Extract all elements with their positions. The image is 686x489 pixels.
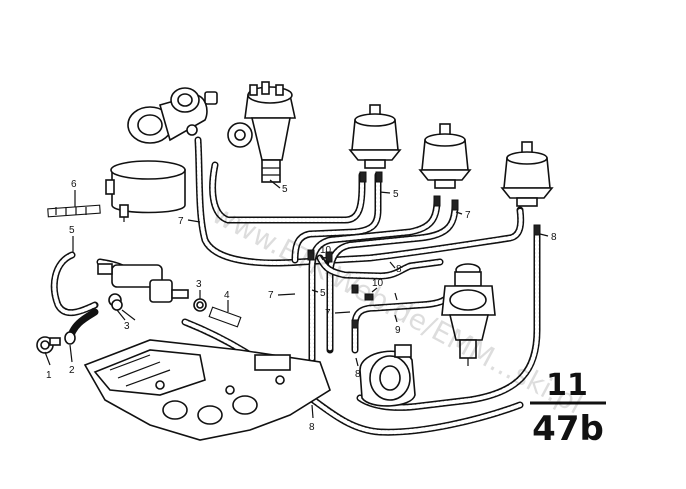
vacuum-canister-3 xyxy=(500,141,554,207)
throttle-housing xyxy=(127,87,218,144)
callout-8-top: 8 xyxy=(396,264,402,275)
callout-3-left: 3 xyxy=(124,321,130,332)
callout-8-bottom: 8 xyxy=(309,422,315,433)
callout-5-left: 5 xyxy=(69,225,75,236)
callout-5-canister: 5 xyxy=(393,189,399,200)
connector-3a xyxy=(111,299,136,321)
vacuum-canister-1 xyxy=(348,104,402,169)
intake-manifold xyxy=(83,339,331,441)
charcoal-canister xyxy=(105,160,186,222)
reference-group: 11 xyxy=(546,368,588,403)
vacuum-canister-2 xyxy=(418,123,472,189)
reference-number: 11 47b xyxy=(530,368,606,449)
egr-valve xyxy=(441,263,496,366)
callout-3-right: 3 xyxy=(196,279,202,290)
leader-lines xyxy=(44,179,549,419)
callout-10-right: 10 xyxy=(372,278,384,289)
sleeve-2 xyxy=(64,331,76,345)
callout-7-left: 7 xyxy=(178,216,184,227)
connector-3b xyxy=(193,298,207,312)
hose-piece-4 xyxy=(208,306,242,328)
callout-4: 4 xyxy=(224,290,230,301)
callout-1: 1 xyxy=(46,370,52,381)
hose-connectors xyxy=(307,171,541,329)
callout-7-mid: 7 xyxy=(268,290,274,301)
hose-piece-6 xyxy=(47,204,101,218)
callout-7-canister: 7 xyxy=(465,210,471,221)
callout-labels: 1 2 3 3 4 5 5 5 5 6 7 7 7 7 8 8 8 8 9 10… xyxy=(46,179,557,433)
callout-2: 2 xyxy=(69,365,75,376)
callout-5-mid: 5 xyxy=(320,288,326,299)
callout-6: 6 xyxy=(71,179,77,190)
callout-7-low: 7 xyxy=(325,308,331,319)
callout-10-left: 10 xyxy=(320,245,332,256)
callout-9: 9 xyxy=(395,325,401,336)
callout-8-mid: 8 xyxy=(355,369,361,380)
callout-8-right: 8 xyxy=(551,232,557,243)
distributor xyxy=(227,81,296,183)
switching-unit xyxy=(359,344,416,407)
reference-page: 47b xyxy=(532,409,604,449)
callout-5-top: 5 xyxy=(282,184,288,195)
thermo-valve xyxy=(97,263,189,307)
hose-clamp-1 xyxy=(36,336,61,354)
